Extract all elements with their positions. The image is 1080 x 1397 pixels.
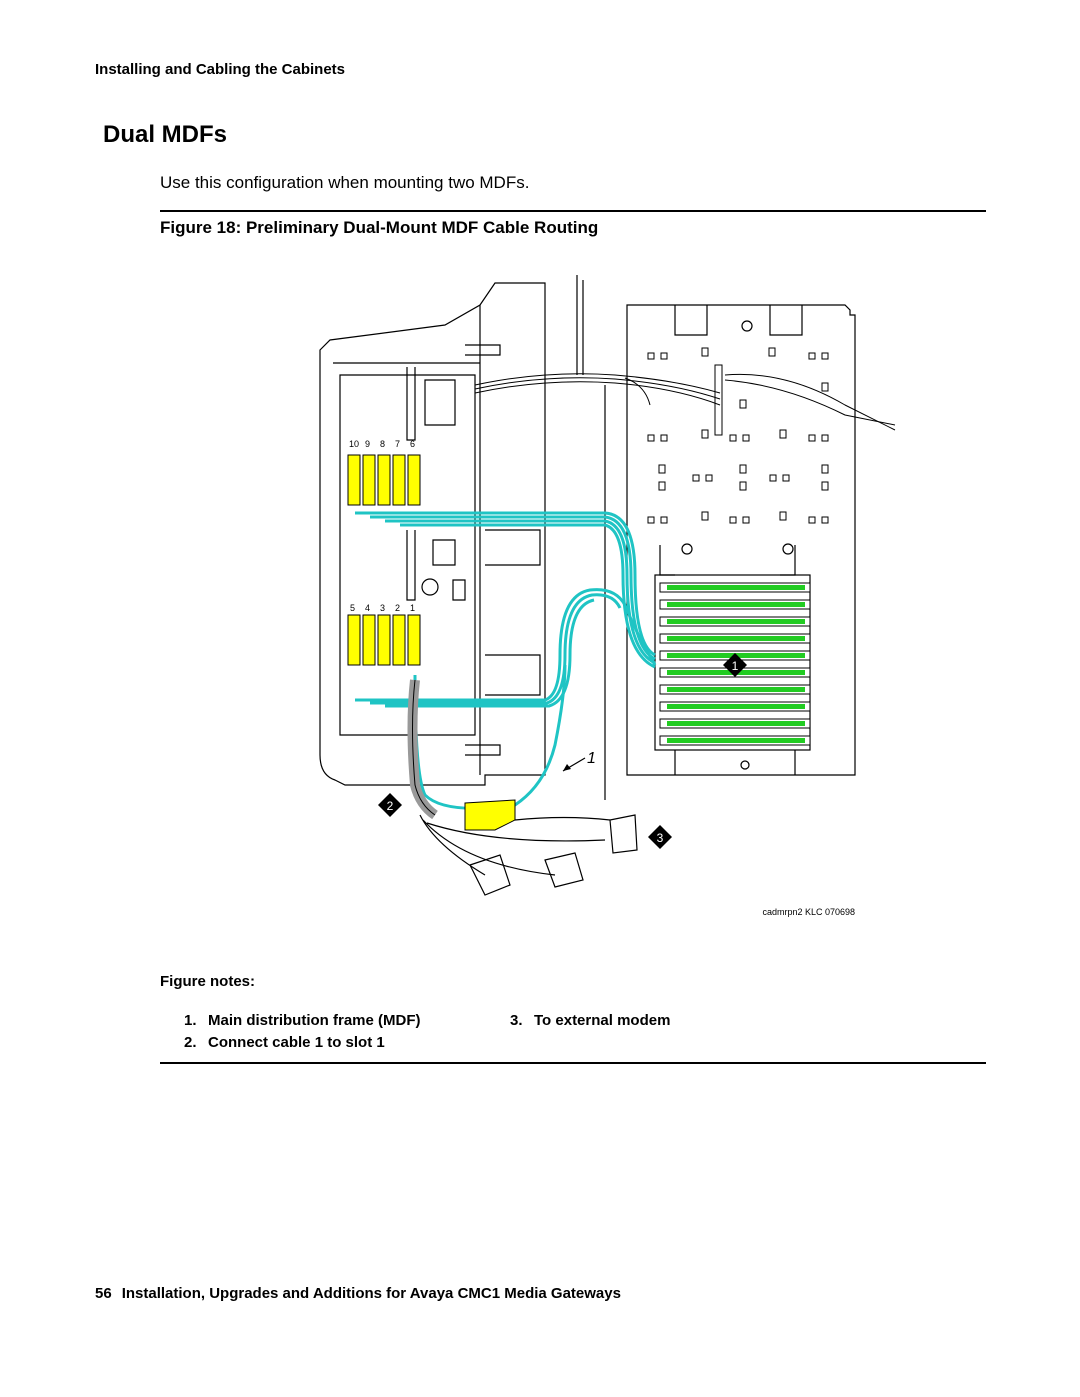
- slot-number: 4: [365, 603, 370, 613]
- note-text: Main distribution frame (MDF): [208, 1012, 421, 1029]
- figure-credit: cadmrpn2 KLC 070698: [762, 907, 855, 917]
- note-number: 1.: [184, 1012, 197, 1029]
- callout-2: 2: [387, 799, 394, 813]
- slot-number: 5: [350, 603, 355, 613]
- note-text: To external modem: [534, 1012, 671, 1029]
- slot-number: 2: [395, 603, 400, 613]
- section-title: Dual MDFs: [103, 121, 228, 148]
- figure-title: Figure 18: Preliminary Dual-Mount MDF Ca…: [160, 218, 599, 237]
- slot-number: 10: [349, 439, 359, 449]
- figure-bottom-rule: [160, 1062, 986, 1064]
- slot-number: 8: [380, 439, 385, 449]
- running-head: Installing and Cabling the Cabinets: [95, 61, 346, 78]
- page-number: 56: [95, 1285, 112, 1302]
- slot-number: 3: [380, 603, 385, 613]
- slot-number: 1: [410, 603, 415, 613]
- cable-label: 1: [587, 750, 596, 767]
- footer-title: Installation, Upgrades and Additions for…: [121, 1285, 621, 1302]
- note-text: Connect cable 1 to slot 1: [208, 1034, 385, 1051]
- note-number: 3.: [510, 1012, 523, 1029]
- figure-notes-heading: Figure notes:: [160, 973, 256, 990]
- cable-routing-figure: 10 9 8 7 6 5 4 3 2 1 1 2 3 1 cadmrpn2 KL…: [315, 275, 905, 925]
- slot-number: 7: [395, 439, 400, 449]
- figure-note: 3. To external modem: [510, 1012, 670, 1029]
- figure-top-rule: [160, 210, 986, 212]
- callout-3: 3: [657, 831, 664, 845]
- note-number: 2.: [184, 1034, 197, 1051]
- figure-note: 2. Connect cable 1 to slot 1: [184, 1034, 385, 1051]
- slot-number: 9: [365, 439, 370, 449]
- callout-1: 1: [732, 659, 739, 673]
- page-footer: 56 Installation, Upgrades and Additions f…: [95, 1285, 621, 1302]
- slot-number: 6: [410, 439, 415, 449]
- intro-paragraph: Use this configuration when mounting two…: [160, 173, 530, 192]
- figure-note: 1. Main distribution frame (MDF): [184, 1012, 421, 1029]
